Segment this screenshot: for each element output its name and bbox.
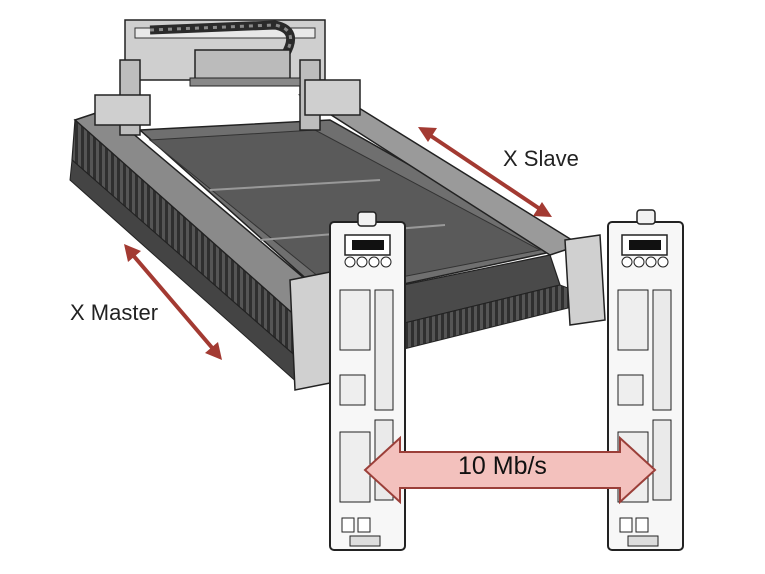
double-arrow-link-icon: [363, 435, 657, 505]
x-master-label: X Master: [70, 300, 159, 325]
x-slave-label: X Slave: [503, 146, 579, 171]
link-speed-label: 10 Mb/s: [458, 452, 547, 480]
servo-drive-right-icon: [607, 209, 684, 551]
gantry-machine-icon: [69, 19, 606, 391]
servo-drive-left-icon: [329, 211, 406, 551]
double-arrow-master-icon: [124, 244, 222, 360]
double-arrow-slave-icon: [418, 127, 552, 217]
